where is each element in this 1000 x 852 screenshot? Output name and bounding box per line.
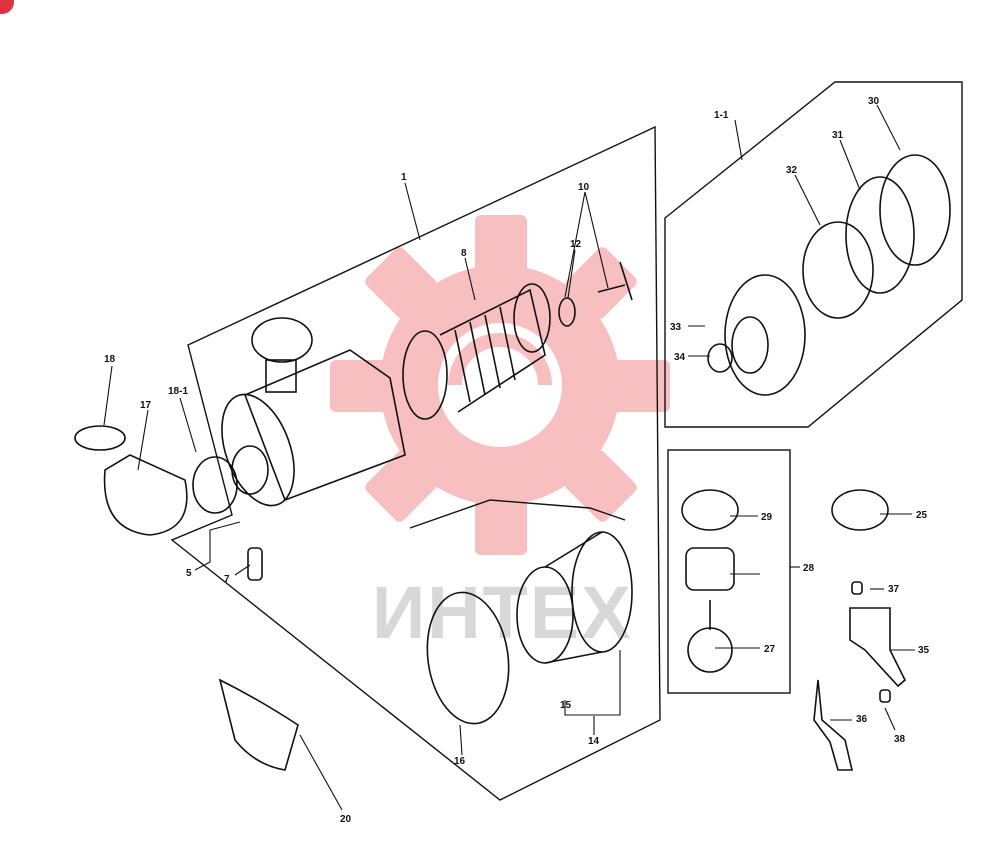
ring-31 [845, 176, 915, 294]
filter-element-body [439, 288, 546, 413]
main-assembly-outline [170, 125, 661, 801]
washer [558, 297, 576, 327]
label-29: 29 [761, 512, 773, 523]
label-1: 1 [401, 172, 407, 183]
bolt-37 [851, 581, 863, 595]
bracket-35 [849, 607, 906, 688]
label-18: 18 [104, 354, 116, 365]
clamp-18-1 [192, 456, 238, 514]
label-33: 33 [670, 322, 682, 333]
label-14: 14 [588, 736, 600, 747]
wing-nut [597, 261, 633, 301]
precleaner-cap [681, 489, 739, 531]
watermark-logo [330, 215, 670, 555]
lid-30 [879, 154, 951, 266]
housing-end [221, 393, 295, 507]
label-37: 37 [888, 584, 900, 595]
parts [74, 154, 951, 771]
cover-inlet [731, 316, 769, 374]
housing-body [243, 349, 406, 502]
label-25: 25 [916, 510, 928, 521]
filter-element-front [402, 330, 448, 420]
label-7: 7 [224, 574, 230, 585]
cap-25 [831, 489, 889, 531]
label-16: 16 [454, 756, 466, 767]
label-36: 36 [856, 714, 868, 725]
label-10: 10 [578, 182, 590, 193]
label-31: 31 [832, 130, 844, 141]
label-27: 27 [764, 644, 776, 655]
precleaner-bowl [685, 547, 735, 591]
cover-body [724, 274, 806, 396]
bracket [218, 678, 299, 771]
housing-inlet [231, 445, 269, 495]
label-35: 35 [918, 645, 930, 656]
leader-lines [103, 104, 915, 811]
watermark-text: ИНТЕХ [372, 571, 633, 654]
dust-valve [247, 547, 263, 581]
flange-34 [707, 343, 733, 373]
precleaner-assembly-outline [667, 449, 791, 694]
label-20: 20 [340, 814, 352, 825]
label-12: 12 [570, 239, 582, 250]
label-32: 32 [786, 165, 798, 176]
label-1-1: 1-1 [714, 110, 729, 121]
filter-element-back [513, 283, 551, 353]
label-15: 15 [560, 700, 572, 711]
bolt-38 [879, 689, 891, 703]
label-38: 38 [894, 734, 906, 745]
filter-cap-assembly-outline [664, 81, 963, 428]
assembly-outlines [170, 81, 963, 801]
rain-cap-tube [265, 359, 297, 393]
label-28: 28 [803, 563, 815, 574]
label-30: 30 [868, 96, 880, 107]
element-32 [802, 221, 874, 319]
band [426, 591, 510, 725]
part-labels: 1 1-1 5 7 8 10 12 14 15 16 17 18 18-1 20… [104, 96, 930, 825]
label-17: 17 [140, 400, 152, 411]
rain-cap [251, 317, 313, 363]
bracket-36 [813, 679, 854, 771]
label-34: 34 [674, 352, 686, 363]
label-8: 8 [461, 248, 467, 259]
band-assembly-outline [409, 499, 626, 529]
precleaner-base [687, 627, 733, 673]
hose [103, 454, 188, 536]
label-5: 5 [186, 568, 192, 579]
clamp-18 [74, 425, 126, 451]
label-18-1: 18-1 [168, 386, 188, 397]
